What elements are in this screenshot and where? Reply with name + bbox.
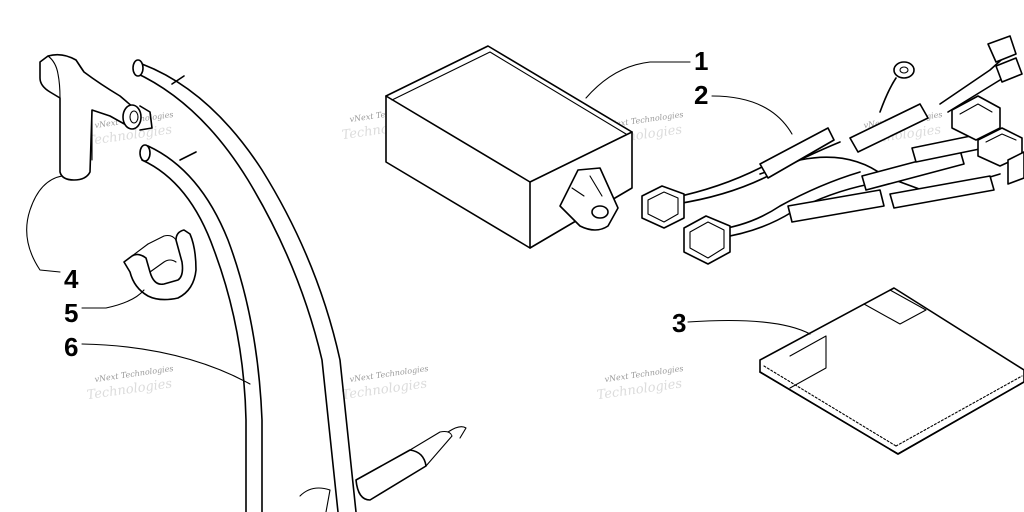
leader-lines xyxy=(26,61,811,385)
adhesive-pad xyxy=(759,287,1024,455)
leader-2 xyxy=(711,95,793,135)
leader-3 xyxy=(687,319,811,335)
leader-6 xyxy=(81,343,251,385)
callout-4: 4 xyxy=(64,264,79,294)
callout-labels: 1 2 3 4 5 6 xyxy=(64,46,708,362)
leader-5 xyxy=(81,289,145,309)
callout-6: 6 xyxy=(64,332,78,362)
clip xyxy=(123,229,197,301)
cdi-module-box xyxy=(385,45,633,249)
callout-3: 3 xyxy=(672,308,686,338)
spark-plug-cap xyxy=(39,53,153,181)
callout-5: 5 xyxy=(64,298,78,328)
callout-1: 1 xyxy=(694,46,708,76)
leader-4 xyxy=(26,175,63,273)
high-tension-leads xyxy=(132,59,467,512)
wiring-harness xyxy=(641,35,1024,265)
leader-1 xyxy=(585,61,691,99)
callout-2: 2 xyxy=(694,80,708,110)
